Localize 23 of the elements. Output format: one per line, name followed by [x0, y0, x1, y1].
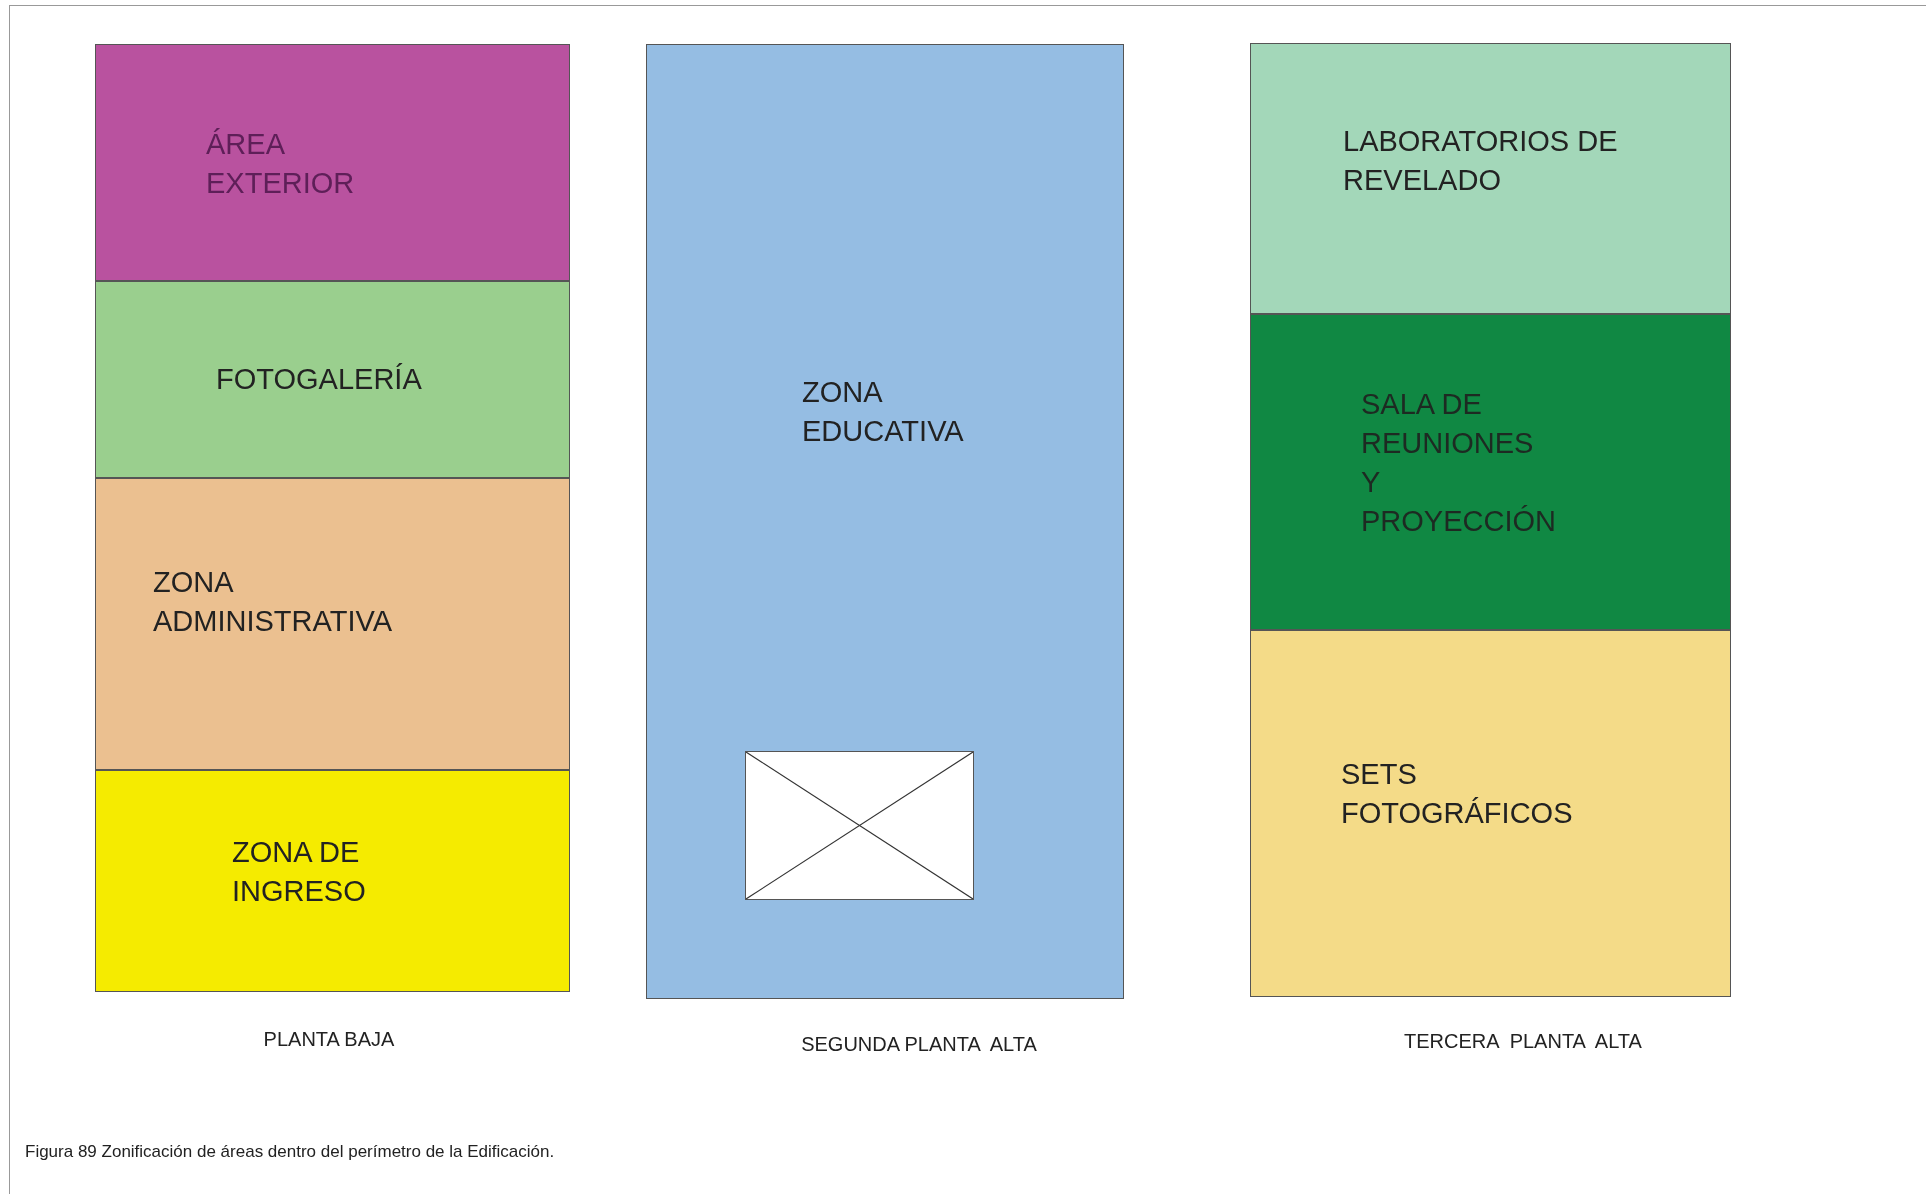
zone-label: Y — [1361, 465, 1382, 500]
zone-label: LABORATORIOS DE REVELADO — [1343, 124, 1619, 198]
floor-label: SEGUNDA PLANTA ALTA — [800, 1032, 1038, 1057]
zone-area — [95, 478, 570, 770]
zone-label: ZONA ADMINISTRATIVA — [153, 565, 393, 639]
zone-area — [95, 44, 570, 281]
zone-label: FOTOGALERÍA — [216, 362, 423, 397]
floor-label: PLANTA BAJA — [262, 1027, 396, 1052]
zone-area — [1250, 314, 1731, 630]
zone-label: SETS FOTOGRÁFICOS — [1341, 757, 1574, 831]
zone-area — [1250, 630, 1731, 997]
zone-area — [1250, 43, 1731, 314]
crossed-box — [745, 751, 974, 900]
floor-label: TERCERA PLANTA ALTA — [1403, 1029, 1643, 1054]
zone-label: ZONA DE INGRESO — [232, 835, 367, 909]
zone-label: SALA DE REUNIONES — [1361, 387, 1535, 461]
figure-caption: Figura 89 Zonificación de áreas dentro del perímetro de la Edificación. — [25, 1141, 555, 1163]
zone-area — [646, 44, 1124, 999]
zone-label: PROYECCIÓN — [1361, 504, 1557, 539]
zone-area — [95, 281, 570, 478]
zone-label: ZONA EDUCATIVA — [802, 375, 965, 449]
zone-area — [95, 770, 570, 992]
zone-label: ÁREA EXTERIOR — [206, 127, 356, 201]
